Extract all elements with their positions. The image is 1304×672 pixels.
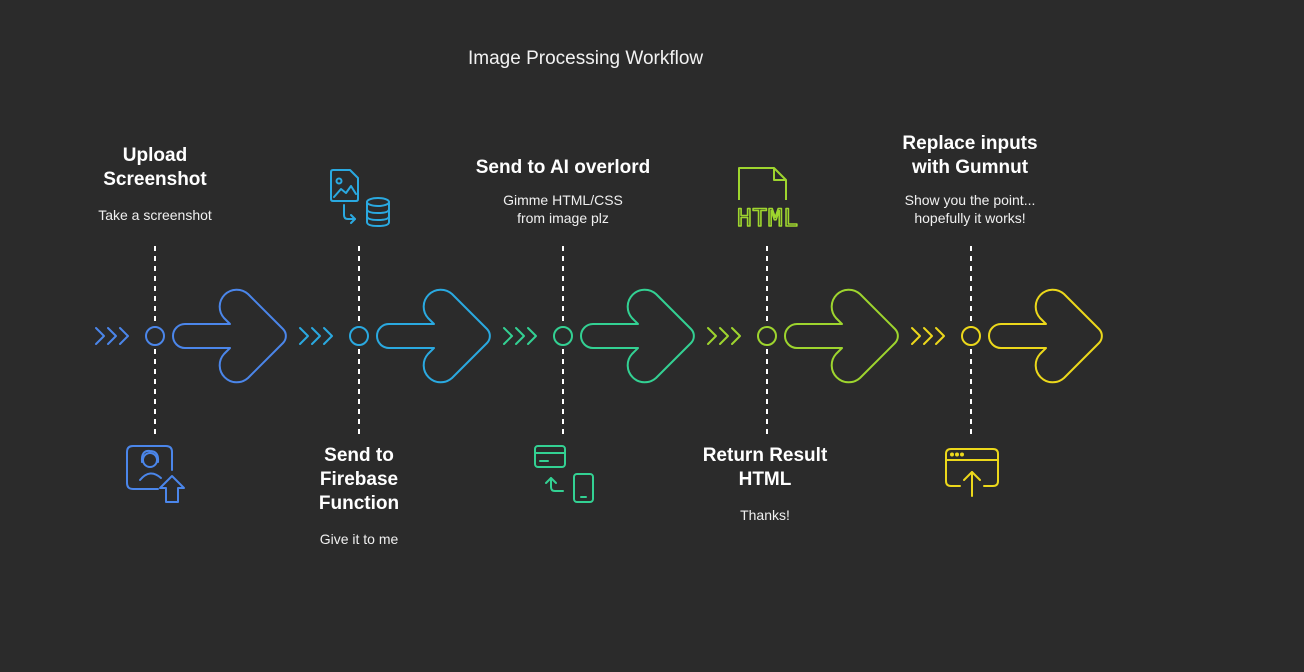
step-2-arrow [376,288,491,384]
step-5-heading-line: with Gumnut [911,157,1029,178]
browser-upload-icon [945,448,999,497]
step-2-heading-line: Send to [324,445,394,466]
step-2-label: Send to Firebase Function Give it to me [259,444,459,548]
step-3-description-line: from image plz [517,210,609,226]
step-5-heading: Replace inputs with Gumnut [860,132,1080,180]
step-1-description-line: Take a screenshot [98,207,212,223]
step-4-chevrons [707,327,741,345]
person-upload-icon [126,445,185,503]
step-1-heading-line: Upload [122,145,188,166]
step-4-heading-line: HTML [738,469,792,490]
step-2-node [349,326,369,346]
step-4-description: Thanks! [665,506,865,524]
step-1-label: Upload Screenshot Take a screenshot [55,144,255,224]
step-3-node [553,326,573,346]
html-file-icon-text: HTML [737,204,799,232]
step-5-description-line: hopefully it works! [914,210,1026,226]
step-1-chevrons [95,327,129,345]
step-1-heading: Upload Screenshot [55,144,255,192]
step-5-node [961,326,981,346]
step-1-description: Take a screenshot [55,206,255,224]
step-2-heading-line: Function [318,493,400,514]
step-4-arrow [784,288,899,384]
step-2-heading-line: Firebase [319,469,399,490]
image-to-database-icon [330,169,390,227]
step-5-description-line: Show you the point... [904,192,1036,208]
step-3-heading: Send to AI overlord [453,156,673,180]
step-4-label: Return Result HTML Thanks! [665,444,865,524]
step-4-heading-line: Return Result [702,445,828,466]
card-to-phone-icon [534,445,594,503]
step-5-heading-line: Replace inputs [902,133,1038,154]
step-5-label: Replace inputs with Gumnut Show you the … [860,132,1080,227]
step-1-arrow [172,288,287,384]
step-4-description-line: Thanks! [740,507,790,523]
step-3-label: Send to AI overlord Gimme HTML/CSS from … [453,156,673,227]
step-3-chevrons [503,327,537,345]
step-3-heading-line: Send to AI overlord [475,157,651,178]
step-2-heading: Send to Firebase Function [259,444,459,516]
step-4-node [757,326,777,346]
step-5-arrow [988,288,1103,384]
step-3-description: Gimme HTML/CSS from image plz [453,191,673,227]
step-1-node [145,326,165,346]
step-2-description-line: Give it to me [319,531,399,547]
step-2-chevrons [299,327,333,345]
diagram-title: Image Processing Workflow [468,48,704,69]
step-1-heading-line: Screenshot [103,169,207,190]
step-5-chevrons [911,327,945,345]
step-5-description: Show you the point... hopefully it works… [860,191,1080,227]
step-4-heading: Return Result HTML [665,444,865,492]
html-file-icon: HTML [736,167,799,233]
step-3-description-line: Gimme HTML/CSS [503,192,623,208]
step-3-arrow [580,288,695,384]
step-2-description: Give it to me [259,530,459,548]
